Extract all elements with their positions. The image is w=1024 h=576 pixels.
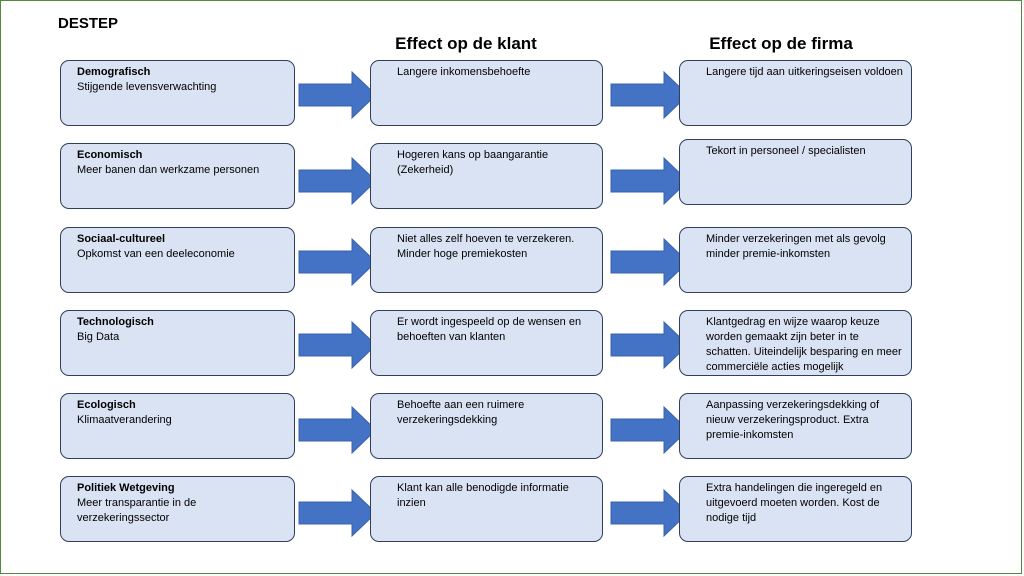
factor-box-ecologisch: Ecologisch Klimaatverandering [60, 393, 295, 459]
factor-box-sociaal-cultureel: Sociaal-cultureel Opkomst van een deelec… [60, 227, 295, 293]
arrow-right-icon [610, 321, 689, 369]
effect-firma-box: Minder verzekeringen met als gevolg mind… [679, 227, 912, 293]
factor-name: Ecologisch [77, 399, 136, 411]
arrow-right-icon [610, 71, 689, 119]
factor-name: Politiek Wetgeving [77, 482, 175, 494]
arrow-right-icon [298, 157, 377, 205]
effect-klant-box: Hogeren kans op baangarantie (Zekerheid) [370, 143, 603, 209]
factor-name: Economisch [77, 149, 143, 161]
effect-klant-box: Niet alles zelf hoeven te verzekeren. Mi… [370, 227, 603, 293]
factor-name: Technologisch [77, 316, 154, 328]
arrow-right-icon [610, 489, 689, 537]
effect-firma-box: Klantgedrag en wijze waarop keuze worden… [679, 310, 912, 376]
factor-description: Opkomst van een deeleconomie [77, 248, 235, 260]
factor-name: Demografisch [77, 66, 151, 78]
factor-box-demografisch: Demografisch Stijgende levensverwachting [60, 60, 295, 126]
factor-name: Sociaal-cultureel [77, 233, 166, 245]
effect-klant-box: Er wordt ingespeeld op de wensen en beho… [370, 310, 603, 376]
arrow-right-icon [298, 406, 377, 454]
factor-box-technologisch: Technologisch Big Data [60, 310, 295, 376]
arrow-right-icon [298, 71, 377, 119]
arrow-right-icon [298, 321, 377, 369]
slide-title: DESTEP [58, 15, 119, 32]
effect-firma-box: Tekort in personeel / specialisten [679, 139, 912, 205]
arrow-right-icon [298, 238, 377, 286]
arrow-right-icon [298, 489, 377, 537]
factor-description: Klimaatverandering [77, 414, 172, 426]
arrow-right-icon [610, 157, 689, 205]
factor-box-politiek-wetgeving: Politiek Wetgeving Meer transparantie in… [60, 476, 295, 542]
header-effect-firma: Effect op de firma [709, 34, 853, 53]
effect-firma-box: Langere tijd aan uitkeringseisen voldoen [679, 60, 912, 126]
effect-klant-box: Behoefte aan een ruimere verzekeringsdek… [370, 393, 603, 459]
factor-description: Big Data [77, 331, 120, 343]
effect-klant-box: Klant kan alle benodigde informatie inzi… [370, 476, 603, 542]
factor-description: Stijgende levensverwachting [77, 81, 217, 93]
effect-firma-box: Aanpassing verzekeringsdekking of nieuw … [679, 393, 912, 459]
factor-description: Meer banen dan werkzame personen [77, 164, 260, 176]
header-effect-klant: Effect op de klant [395, 34, 537, 53]
factor-description: Meer transparantie in de verzekeringssec… [77, 497, 197, 524]
effect-firma-box: Extra handelingen die ingeregeld en uitg… [679, 476, 912, 542]
effect-klant-box: Langere inkomensbehoefte [370, 60, 603, 126]
factor-box-economisch: Economisch Meer banen dan werkzame perso… [60, 143, 295, 209]
arrow-right-icon [610, 406, 689, 454]
arrow-right-icon [610, 238, 689, 286]
